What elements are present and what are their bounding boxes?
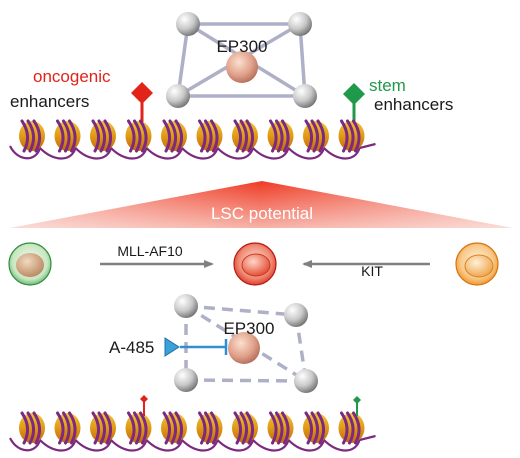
nucleosome xyxy=(303,119,329,153)
oncogenic-label: oncogenic xyxy=(33,67,111,86)
stem-enhancer-marker: stem enhancers xyxy=(343,76,453,126)
nucleosome xyxy=(338,411,365,445)
stem-cell xyxy=(8,242,52,286)
nucleosome xyxy=(54,119,81,153)
bottom-node-2 xyxy=(284,303,308,327)
leukemic-cell-nucleus xyxy=(241,253,271,277)
nucleosome xyxy=(267,411,294,445)
bottom-stem-marker xyxy=(353,396,361,416)
top-node-3 xyxy=(166,84,190,108)
bottom-ep300-sphere xyxy=(228,332,260,364)
nucleosome xyxy=(90,411,116,445)
kit-transition: KIT xyxy=(302,260,430,279)
a485-label: A-485 xyxy=(109,338,154,357)
progenitor-cell-nucleus xyxy=(464,254,494,278)
nucleosome xyxy=(19,119,45,153)
bottom-ep300-label: EP300 xyxy=(223,319,274,338)
mll-af10-label: MLL-AF10 xyxy=(117,243,183,259)
lsc-potential-label: LSC potential xyxy=(211,204,313,223)
a485-triangle-icon xyxy=(164,337,180,357)
top-ep300-label: EP300 xyxy=(216,37,267,56)
nucleosome xyxy=(267,119,294,153)
kit-label: KIT xyxy=(361,263,383,279)
oncogenic-diamond-icon xyxy=(131,82,153,104)
nucleosome xyxy=(338,119,365,153)
progenitor-cell xyxy=(455,242,499,286)
nucleosome xyxy=(125,411,152,445)
stem-diamond-icon xyxy=(343,83,365,105)
nucleosome xyxy=(196,411,223,445)
nucleosome xyxy=(161,411,187,445)
bottom-stem-diamond-icon xyxy=(353,396,361,404)
nucleosome xyxy=(161,119,187,153)
bottom-chromatin xyxy=(9,395,376,452)
nucleosome xyxy=(303,411,329,445)
bottom-node-1 xyxy=(174,294,198,318)
oncogenic-enhancers-label: enhancers xyxy=(10,92,89,111)
stem-label: stem xyxy=(369,76,406,95)
top-chromatin xyxy=(9,119,376,160)
lsc-potential-gradient: LSC potential xyxy=(10,181,512,228)
dna-backbone xyxy=(9,142,376,160)
oncogenic-enhancer-marker: oncogenic enhancers xyxy=(10,67,153,126)
bottom-oncogenic-diamond-icon xyxy=(140,395,148,403)
nucleosome xyxy=(54,411,81,445)
bottom-oncogenic-marker xyxy=(140,395,148,416)
bottom-node-3 xyxy=(174,368,198,392)
top-node-2 xyxy=(288,12,312,36)
nucleosome xyxy=(125,119,152,153)
stem-enhancers-label: enhancers xyxy=(374,95,453,114)
bottom-ep300-network: EP300 xyxy=(174,294,318,393)
top-node-1 xyxy=(176,12,200,36)
dna-backbone xyxy=(9,434,376,452)
a485-inhibitor: A-485 xyxy=(109,337,228,357)
top-ep300-network: EP300 xyxy=(166,12,317,108)
top-ep300-sphere xyxy=(226,51,258,83)
stem-cell-nucleus xyxy=(16,253,44,277)
top-node-4 xyxy=(293,84,317,108)
mll-af10-transition: MLL-AF10 xyxy=(100,243,214,268)
nucleosome xyxy=(232,411,258,445)
nucleosome xyxy=(196,119,223,153)
bottom-node-4 xyxy=(294,369,318,393)
nucleosome xyxy=(232,119,258,153)
nucleosome xyxy=(90,119,116,153)
nucleosome xyxy=(19,411,45,445)
leukemic-stem-cell xyxy=(233,242,277,286)
